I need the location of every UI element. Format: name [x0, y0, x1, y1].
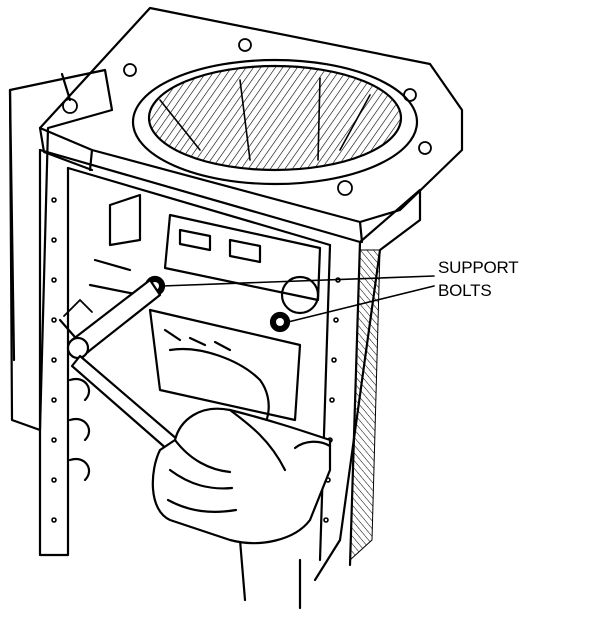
- socket-wrench: [58, 278, 180, 452]
- support-bolts-callout: SUPPORT BOLTS: [438, 256, 519, 302]
- bore-opening: [131, 58, 419, 186]
- callout-line-2: BOLTS: [438, 281, 492, 300]
- callout-leader-lines: [161, 275, 435, 323]
- hand: [151, 407, 332, 545]
- callout-line-1: SUPPORT: [438, 258, 519, 277]
- frame-dots: [51, 197, 341, 523]
- housing-side-shading: [349, 249, 381, 561]
- plate-bolts: [62, 38, 432, 196]
- support-bolt-right: [269, 311, 291, 333]
